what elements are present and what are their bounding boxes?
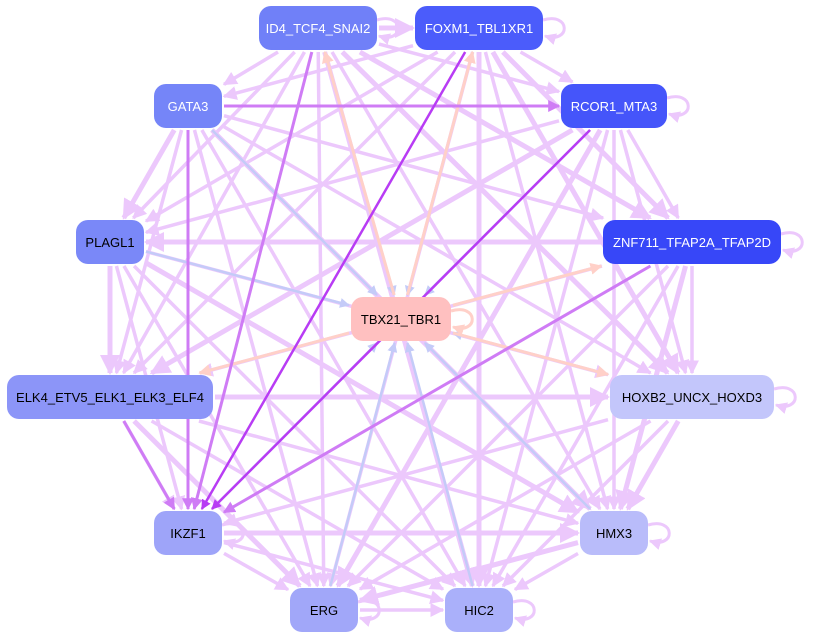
edge-RCOR1_MTA3-to-ZNF711_TFAP2A_TFAP2D — [626, 129, 680, 220]
edge-ERG-to-TBX21_TBR1 — [329, 342, 398, 587]
edge-PLAGL1-to-TBX21_TBR1 — [145, 250, 350, 308]
self-loop-ZNF711_TFAP2A_TFAP2D — [780, 231, 804, 259]
edge-HMX3-to-HIC2 — [513, 552, 579, 591]
node-erg[interactable]: ERG — [290, 588, 358, 632]
edge-ID4_TCF4_SNAI2-to-ERG — [316, 51, 331, 588]
node-elk4-etv5-elk1-elk3-elf4[interactable]: ELK4_ETV5_ELK1_ELK3_ELF4 — [7, 375, 213, 419]
edge-IKZF1-to-ERG — [223, 551, 290, 592]
edge-ELK4_ETV5_ELK1_ELK3_ELF4-to-HMX3 — [198, 419, 580, 527]
node-label: GATA3 — [167, 98, 209, 114]
self-loop-RCOR1_MTA3 — [666, 95, 690, 123]
edge-FOXM1_TBL1XR1-to-GATA3 — [222, 44, 414, 100]
self-loop-ERG — [357, 599, 381, 627]
node-label: TBX21_TBR1 — [360, 311, 442, 327]
edge-ID4_TCF4_SNAI2-to-GATA3 — [222, 50, 279, 86]
edge-GATA3-to-HOXB2_UNCX_HOXD3 — [223, 125, 652, 375]
node-label: PLAGL1 — [85, 234, 135, 250]
node-label: ELK4_ETV5_ELK1_ELK3_ELF4 — [16, 389, 204, 405]
self-loop-IKZF1 — [221, 522, 245, 550]
edge-HMX3-to-TBX21_TBR1 — [424, 342, 591, 510]
node-hmx3[interactable]: HMX3 — [580, 511, 648, 555]
edge-RCOR1_MTA3-to-PLAGL1 — [144, 119, 560, 236]
node-rcor1-mta3[interactable]: RCOR1_MTA3 — [561, 84, 667, 128]
edge-GATA3-to-HIC2 — [200, 129, 467, 588]
node-label: ZNF711_TFAP2A_TFAP2D — [613, 234, 771, 250]
node-label: HOXB2_UNCX_HOXD3 — [621, 389, 763, 405]
edge-FOXM1_TBL1XR1-to-IKZF1 — [200, 51, 467, 510]
node-label: FOXM1_TBL1XR1 — [424, 20, 534, 36]
edge-ID4_TCF4_SNAI2-to-HMX3 — [330, 51, 602, 511]
node-hic2[interactable]: HIC2 — [445, 588, 513, 632]
edge-ID4_TCF4_SNAI2-to-IKZF1 — [191, 51, 314, 511]
edge-RCOR1_MTA3-to-ELK4_ETV5_ELK1_ELK3_ELF4 — [149, 127, 574, 376]
node-label: HIC2 — [464, 602, 494, 618]
edge-GATA3-to-PLAGL1 — [121, 128, 177, 220]
edge-HIC2-to-TBX21_TBR1 — [404, 342, 474, 587]
self-loop-FOXM1_TBL1XR1 — [542, 17, 566, 45]
edge-FOXM1_TBL1XR1-to-PLAGL1 — [144, 50, 439, 223]
node-znf711-tfap2a-tfap2d[interactable]: ZNF711_TFAP2A_TFAP2D — [603, 220, 781, 264]
edge-HOXB2_UNCX_HOXD3-to-HMX3 — [625, 419, 681, 511]
node-label: ID4_TCF4_SNAI2 — [265, 20, 371, 36]
edge-FOXM1_TBL1XR1-to-RCOR1_MTA3 — [519, 50, 574, 84]
edge-GATA3-to-TBX21_TBR1 — [211, 129, 378, 296]
edge-ELK4_ETV5_ELK1_ELK3_ELF4-to-IKZF1 — [122, 420, 176, 511]
node-hoxb2-uncx-hoxd3[interactable]: HOXB2_UNCX_HOXD3 — [610, 375, 774, 419]
node-label: IKZF1 — [170, 525, 206, 541]
edge-HOXB2_UNCX_HOXD3-to-ERG — [358, 419, 652, 591]
node-plagl1[interactable]: PLAGL1 — [76, 220, 144, 264]
self-loop-TBX21_TBR1 — [450, 308, 474, 336]
node-foxm1-tbl1xr1[interactable]: FOXM1_TBL1XR1 — [415, 6, 543, 50]
edge-GATA3-to-ZNF711_TFAP2A_TFAP2D — [223, 114, 605, 222]
self-loop-ID4_TCF4_SNAI2 — [376, 17, 400, 45]
self-loop-HOXB2_UNCX_HOXD3 — [773, 386, 797, 414]
edge-TBX21_TBR1-to-ID4_TCF4_SNAI2 — [322, 50, 396, 296]
edge-TBX21_TBR1-to-FOXM1_TBL1XR1 — [405, 50, 476, 296]
self-loop-HMX3 — [647, 522, 671, 550]
node-id4-tcf4-snai2[interactable]: ID4_TCF4_SNAI2 — [259, 6, 377, 50]
edge-HOXB2_UNCX_HOXD3-to-IKZF1 — [222, 417, 609, 527]
self-loop-HIC2 — [512, 599, 536, 627]
edge-PLAGL1-to-HMX3 — [144, 260, 580, 515]
node-label: HMX3 — [595, 525, 633, 541]
edge-TBX21_TBR1-to-HOXB2_UNCX_HOXD3 — [452, 331, 610, 378]
edge-TBX21_TBR1-to-ELK4_ETV5_ELK1_ELK3_ELF4 — [198, 331, 350, 376]
node-label: RCOR1_MTA3 — [570, 98, 658, 114]
node-ikzf1[interactable]: IKZF1 — [154, 511, 222, 555]
node-tbx21-tbr1[interactable]: TBX21_TBR1 — [351, 297, 451, 341]
node-label: ERG — [309, 602, 339, 618]
node-gata3[interactable]: GATA3 — [154, 84, 222, 128]
edge-ZNF711_TFAP2A_TFAP2D-to-IKZF1 — [222, 264, 652, 514]
edge-TBX21_TBR1-to-ZNF711_TFAP2A_TFAP2D — [452, 262, 603, 307]
